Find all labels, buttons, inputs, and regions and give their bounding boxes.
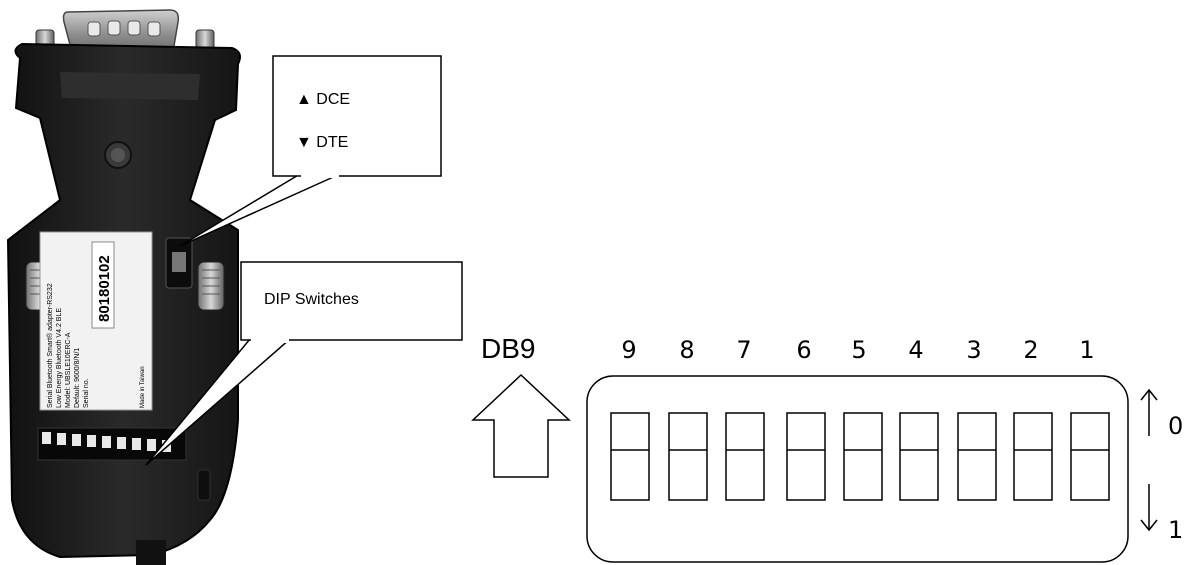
- dip-switch-1: [1071, 413, 1109, 500]
- label-line-2: Low Energy Bluetooth V4.2 BLE: [56, 308, 63, 408]
- dip-switch-3: [958, 413, 996, 500]
- db9-direction-arrow: [473, 375, 569, 477]
- dip-switch-4: [900, 413, 938, 500]
- serial-number: 80180102: [96, 255, 113, 322]
- adapter-device: Serial Bluetooth Smart® adapter-RS232 Lo…: [8, 10, 240, 565]
- switch-number-4: 4: [908, 336, 923, 364]
- dip-switch-8: [669, 413, 707, 500]
- switch-number-9: 9: [621, 336, 636, 364]
- switch-number-5: 5: [851, 336, 866, 364]
- switch-number-7: 7: [736, 336, 751, 364]
- dte-label: ▼ DTE: [296, 134, 348, 151]
- dip-switch-5: [844, 413, 882, 500]
- dip-switch-9: [611, 413, 649, 500]
- product-label: Serial Bluetooth Smart® adapter-RS232 Lo…: [40, 232, 152, 410]
- dip-switch-6: [787, 413, 825, 500]
- switch-number-8: 8: [679, 336, 694, 364]
- thumb-screw-right: [198, 262, 224, 310]
- down-arrow-icon: [1141, 484, 1157, 530]
- dip-switch-7: [726, 413, 764, 500]
- up-arrow-icon: [1141, 390, 1157, 436]
- switch-number-6: 6: [796, 336, 811, 364]
- label-line-1: Serial Bluetooth Smart® adapter-RS232: [46, 283, 54, 408]
- dce-dte-switch: [166, 238, 192, 288]
- label-line-4: Default: 9600/8/N/1: [74, 348, 81, 408]
- dip-switch-2: [1014, 413, 1052, 500]
- switch-number-2: 2: [1023, 336, 1038, 364]
- label-line-5: Serial no.: [83, 378, 90, 408]
- made-in-text: Made in Taiwan: [140, 366, 146, 408]
- cable: [136, 540, 166, 565]
- switch-number-1: 1: [1079, 336, 1094, 364]
- dce-label: ▲ DCE: [296, 91, 350, 108]
- label-line-3: Model: UBSLE10ERC-A: [65, 332, 72, 408]
- up-value-label: 0: [1168, 412, 1183, 440]
- switch-numbers: 9 8 7 6 5 4 3 2 1: [621, 336, 1094, 364]
- down-value-label: 1: [1168, 516, 1183, 544]
- center-screw: [105, 142, 131, 168]
- switch-number-3: 3: [966, 336, 981, 364]
- db9-label: DB9: [481, 333, 535, 364]
- dip-switches-label: DIP Switches: [264, 291, 359, 308]
